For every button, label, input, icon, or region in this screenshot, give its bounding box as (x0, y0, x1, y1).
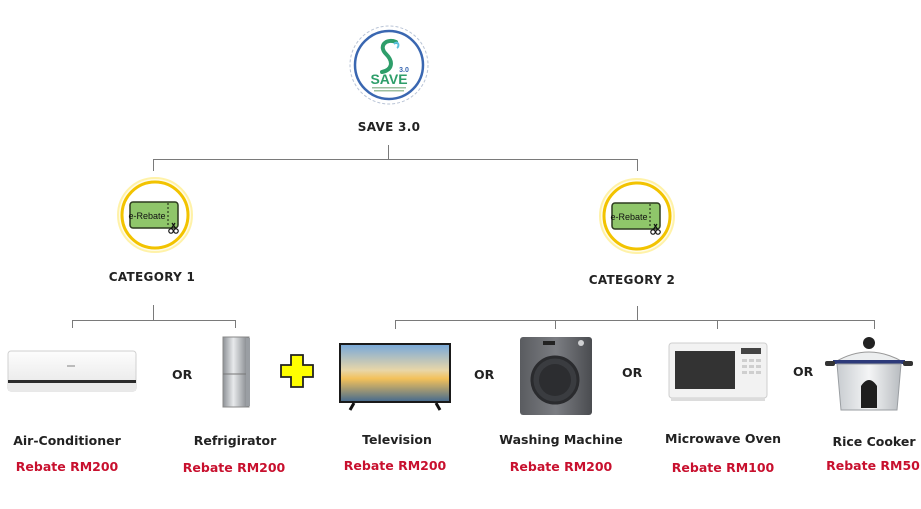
or-label: OR (474, 367, 495, 382)
category-1-icon: e-Rebate (116, 176, 194, 254)
cat1-branch (72, 320, 235, 321)
product-name-washing-machine: Washing Machine (499, 432, 623, 447)
category-2-label: CATEGORY 2 (588, 273, 676, 287)
category-1-label: CATEGORY 1 (108, 270, 196, 284)
svg-text:SAVE: SAVE (370, 71, 407, 87)
product-name-microwave-oven: Microwave Oven (665, 431, 781, 446)
product-rebate-television: Rebate RM200 (343, 458, 447, 473)
product-name-rice-cooker: Rice Cooker (832, 434, 916, 449)
or-label: OR (622, 365, 643, 380)
cat2-leaf-tv (395, 320, 396, 329)
cat2-leaf-microwave (717, 320, 718, 329)
svg-text:3.0: 3.0 (399, 67, 409, 74)
washing-machine-icon (519, 336, 595, 416)
cat2-branch (395, 320, 874, 321)
cat1-stub (153, 159, 154, 171)
product-name-refrigerator: Refrigirator (193, 433, 277, 448)
product-rebate-washing-machine: Rebate RM200 (509, 459, 613, 474)
save-logo: SAVE 3.0 (348, 24, 430, 106)
product-rebate-air-conditioner: Rebate RM200 (15, 459, 119, 474)
or-label: OR (793, 364, 814, 379)
svg-text:e-Rebate: e-Rebate (128, 211, 165, 221)
microwave-icon (668, 342, 770, 402)
rice-cooker-icon (825, 334, 921, 418)
refrigerator-icon (222, 336, 252, 408)
cat1-leaf-ac (72, 320, 73, 328)
product-rebate-rice-cooker: Rebate RM50 (826, 458, 920, 473)
svg-text:e-Rebate: e-Rebate (610, 212, 647, 222)
category-2-icon: e-Rebate (598, 177, 676, 255)
root-stem (388, 145, 389, 159)
or-label: OR (172, 367, 193, 382)
plus-icon (279, 353, 315, 389)
root-label: SAVE 3.0 (357, 120, 421, 134)
product-rebate-microwave-oven: Rebate RM100 (671, 460, 775, 475)
cat2-stub (637, 159, 638, 171)
product-name-air-conditioner: Air-Conditioner (13, 433, 121, 448)
product-name-television: Television (362, 432, 432, 447)
cat2-leaf-washer (555, 320, 556, 329)
cat2-stem (637, 306, 638, 320)
cat1-leaf-fridge (235, 320, 236, 328)
root-branch (153, 159, 638, 160)
product-rebate-refrigerator: Rebate RM200 (182, 460, 286, 475)
cat2-leaf-ricecooker (874, 320, 875, 329)
air-conditioner-icon (7, 350, 137, 392)
television-icon (338, 342, 452, 412)
cat1-stem (153, 305, 154, 320)
